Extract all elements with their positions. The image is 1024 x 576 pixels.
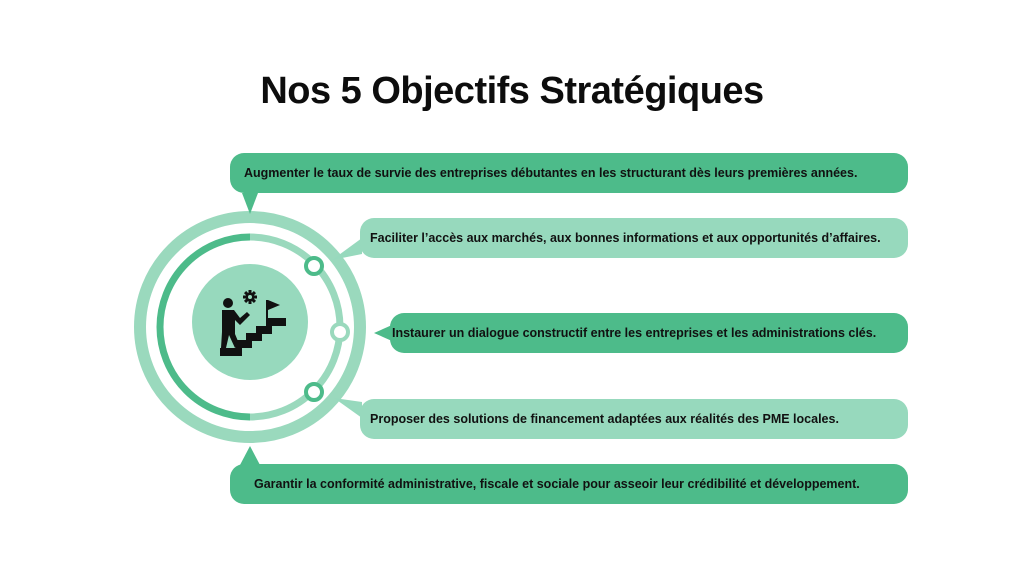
objective-2-text: Faciliter l’accès aux marchés, aux bonne… [370, 231, 881, 245]
center-circle [192, 264, 308, 380]
pointer-1 [242, 193, 258, 214]
objective-2: Faciliter l’accès aux marchés, aux bonne… [360, 218, 908, 258]
objective-4: Proposer des solutions de financement ad… [360, 399, 908, 439]
person-climbing-stairs-to-flag-with-gear-icon [220, 290, 286, 356]
objective-4-text: Proposer des solutions de financement ad… [370, 412, 839, 426]
outer-ring [134, 211, 366, 443]
pointer-4 [334, 398, 362, 418]
pointer-5 [240, 446, 260, 465]
objective-5: Garantir la conformité administrative, f… [230, 464, 908, 504]
objective-1: Augmenter le taux de survie des entrepri… [230, 153, 908, 193]
objective-3-text: Instaurer un dialogue constructif entre … [392, 326, 877, 340]
pointer-3 [374, 325, 392, 341]
connector-node-4 [304, 382, 324, 402]
connector-node-2 [304, 256, 324, 276]
inner-ring-left [156, 233, 251, 421]
title-area: Nos 5 Objectifs Stratégiques [0, 0, 1024, 130]
connector-node-3 [330, 322, 350, 342]
objective-3: Instaurer un dialogue constructif entre … [390, 313, 908, 353]
page-title: Nos 5 Objectifs Stratégiques [260, 70, 764, 112]
objective-1-text: Augmenter le taux de survie des entrepri… [244, 166, 858, 180]
pointer-2 [332, 238, 362, 260]
objective-5-text: Garantir la conformité administrative, f… [254, 477, 860, 491]
